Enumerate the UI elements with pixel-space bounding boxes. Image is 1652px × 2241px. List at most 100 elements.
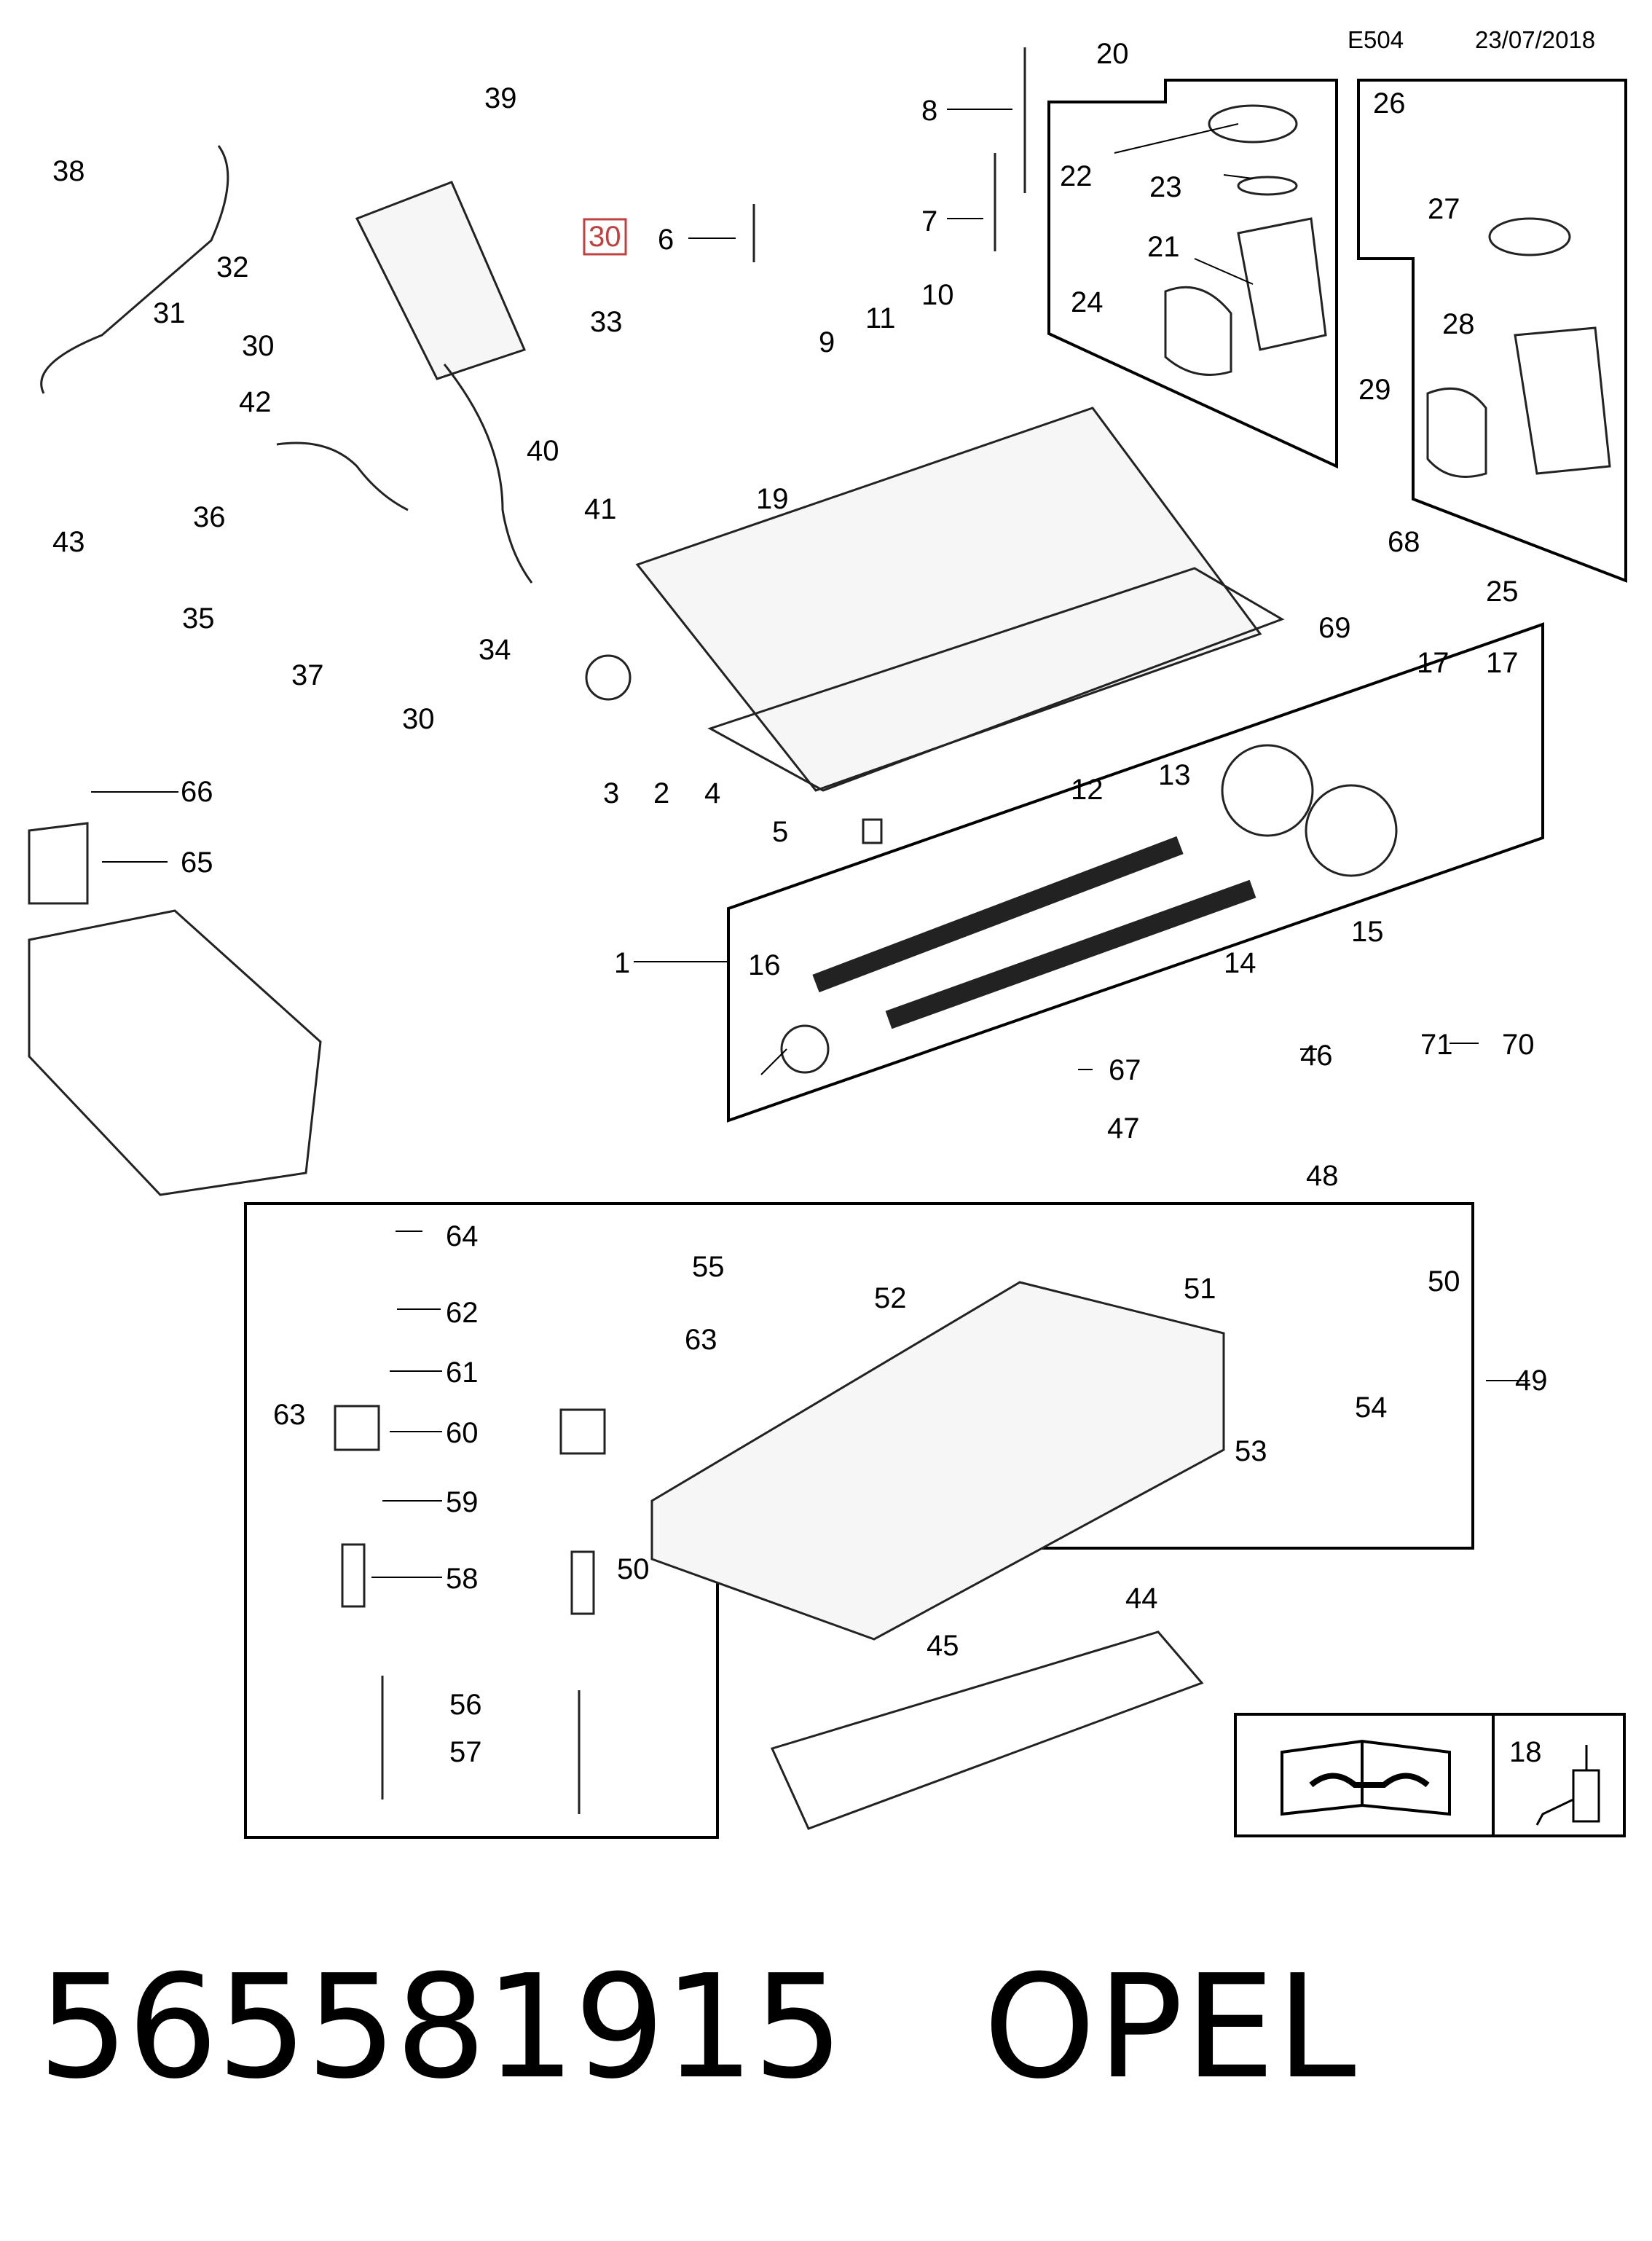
callout-27: 27 — [1428, 193, 1460, 225]
thermostat-group-frame-20 — [1047, 79, 1338, 469]
callout-1: 1 — [614, 947, 630, 979]
callout-15: 15 — [1351, 916, 1384, 948]
callout-4: 4 — [704, 777, 720, 809]
callout-52: 52 — [874, 1282, 907, 1314]
callout-labels: 1 2 3 4 5 6 7 8 9 10 11 12 13 14 15 16 1… — [52, 38, 1548, 1768]
part-number: 565581915 — [38, 1944, 843, 2111]
callout-58: 58 — [446, 1563, 479, 1595]
housing-21 — [1237, 217, 1327, 351]
callout-35: 35 — [182, 603, 215, 635]
gasket-28 — [1426, 387, 1487, 478]
seal-23 — [1237, 176, 1298, 196]
callout-45: 45 — [927, 1630, 959, 1662]
camshaft-12 — [812, 836, 1184, 993]
callout-21: 21 — [1147, 231, 1180, 263]
dowel-5 — [862, 818, 883, 844]
thermostat-group-frame-25 — [1357, 79, 1627, 583]
callout-36: 36 — [193, 501, 226, 533]
callout-24: 24 — [1071, 286, 1104, 318]
callout-65: 65 — [181, 847, 213, 879]
callout-44: 44 — [1125, 1582, 1158, 1614]
callout-49: 49 — [1515, 1365, 1548, 1397]
gear-13 — [1221, 744, 1314, 837]
callout-25: 25 — [1486, 576, 1519, 608]
seal-16 — [780, 1024, 830, 1074]
callout-16: 16 — [748, 949, 781, 981]
hose-31 — [40, 145, 229, 394]
callout-18: 18 — [1509, 1736, 1542, 1768]
callout-62: 62 — [446, 1297, 479, 1329]
callout-63b: 63 — [273, 1399, 306, 1431]
callout-7: 7 — [921, 205, 937, 238]
callout-8: 8 — [921, 95, 937, 127]
callout-48: 48 — [1306, 1160, 1339, 1192]
lifting-eye-65 — [28, 822, 89, 905]
callout-39: 39 — [484, 82, 517, 114]
guide-58b — [570, 1550, 595, 1615]
camshaft-14 — [885, 879, 1256, 1029]
callout-37: 37 — [291, 659, 324, 691]
callout-30-highlighted: 30 — [589, 221, 621, 253]
callout-38: 38 — [52, 155, 85, 187]
cylinder-head-49 — [650, 1281, 1225, 1641]
diagram-date: 23/07/2018 — [1475, 26, 1596, 53]
housing-28 — [1514, 326, 1611, 475]
spring-60b — [559, 1408, 606, 1455]
callout-12: 12 — [1071, 774, 1104, 806]
callout-13: 13 — [1158, 759, 1191, 791]
callout-57: 57 — [449, 1736, 482, 1768]
camshaft-group-frame — [727, 622, 1544, 1123]
callout-20: 20 — [1096, 38, 1129, 70]
callout-63a: 63 — [685, 1324, 717, 1356]
cover-seal — [585, 654, 632, 701]
callout-56: 56 — [449, 1689, 482, 1721]
callout-31: 31 — [153, 297, 186, 329]
callout-70: 70 — [1502, 1029, 1535, 1061]
callout-23: 23 — [1149, 171, 1182, 203]
leader-lines — [91, 109, 1530, 1578]
diagram-code: E504 — [1348, 26, 1404, 53]
callout-51: 51 — [1184, 1273, 1216, 1305]
callout-22: 22 — [1060, 160, 1093, 192]
callout-47: 47 — [1107, 1112, 1140, 1145]
gasket-24 — [1164, 286, 1232, 376]
repair-manual-icon — [1281, 1739, 1451, 1816]
callout-10: 10 — [921, 279, 954, 311]
service-info-box — [1234, 1713, 1626, 1837]
callout-3: 3 — [603, 777, 619, 809]
callout-69: 69 — [1318, 612, 1351, 644]
callout-55: 55 — [692, 1251, 725, 1283]
callout-68: 68 — [1388, 526, 1420, 558]
camshaft-cover — [635, 407, 1262, 792]
callout-50b: 50 — [617, 1553, 650, 1585]
callout-66: 66 — [181, 776, 213, 808]
callout-2: 2 — [653, 777, 669, 809]
callout-61: 61 — [446, 1357, 479, 1389]
callout-41: 41 — [584, 493, 617, 525]
brand-name: OPEL — [983, 1944, 1358, 2111]
callout-14: 14 — [1224, 947, 1256, 979]
callout-28: 28 — [1442, 308, 1475, 340]
hose-35 — [276, 441, 409, 511]
callout-67: 67 — [1109, 1054, 1141, 1086]
callout-59: 59 — [446, 1486, 479, 1518]
callout-17b: 17 — [1486, 647, 1519, 679]
callout-43: 43 — [52, 526, 85, 558]
spring-60a — [334, 1405, 380, 1451]
callout-64: 64 — [446, 1220, 479, 1252]
callout-42: 42 — [239, 386, 272, 418]
callout-19: 19 — [756, 483, 789, 515]
callout-54: 54 — [1355, 1392, 1388, 1424]
callout-30b: 30 — [242, 330, 275, 362]
callout-26: 26 — [1373, 87, 1406, 119]
callout-71: 71 — [1420, 1029, 1453, 1061]
highlight-box-30 — [583, 218, 627, 256]
callout-34: 34 — [479, 634, 511, 666]
callout-32: 32 — [216, 251, 249, 283]
callout-33: 33 — [590, 306, 623, 338]
filler-cap-22 — [1208, 104, 1298, 144]
breather-30 — [355, 181, 527, 380]
callout-11: 11 — [865, 302, 896, 334]
part-drawings — [28, 47, 1611, 1830]
sealant-tube-icon — [1535, 1745, 1600, 1826]
